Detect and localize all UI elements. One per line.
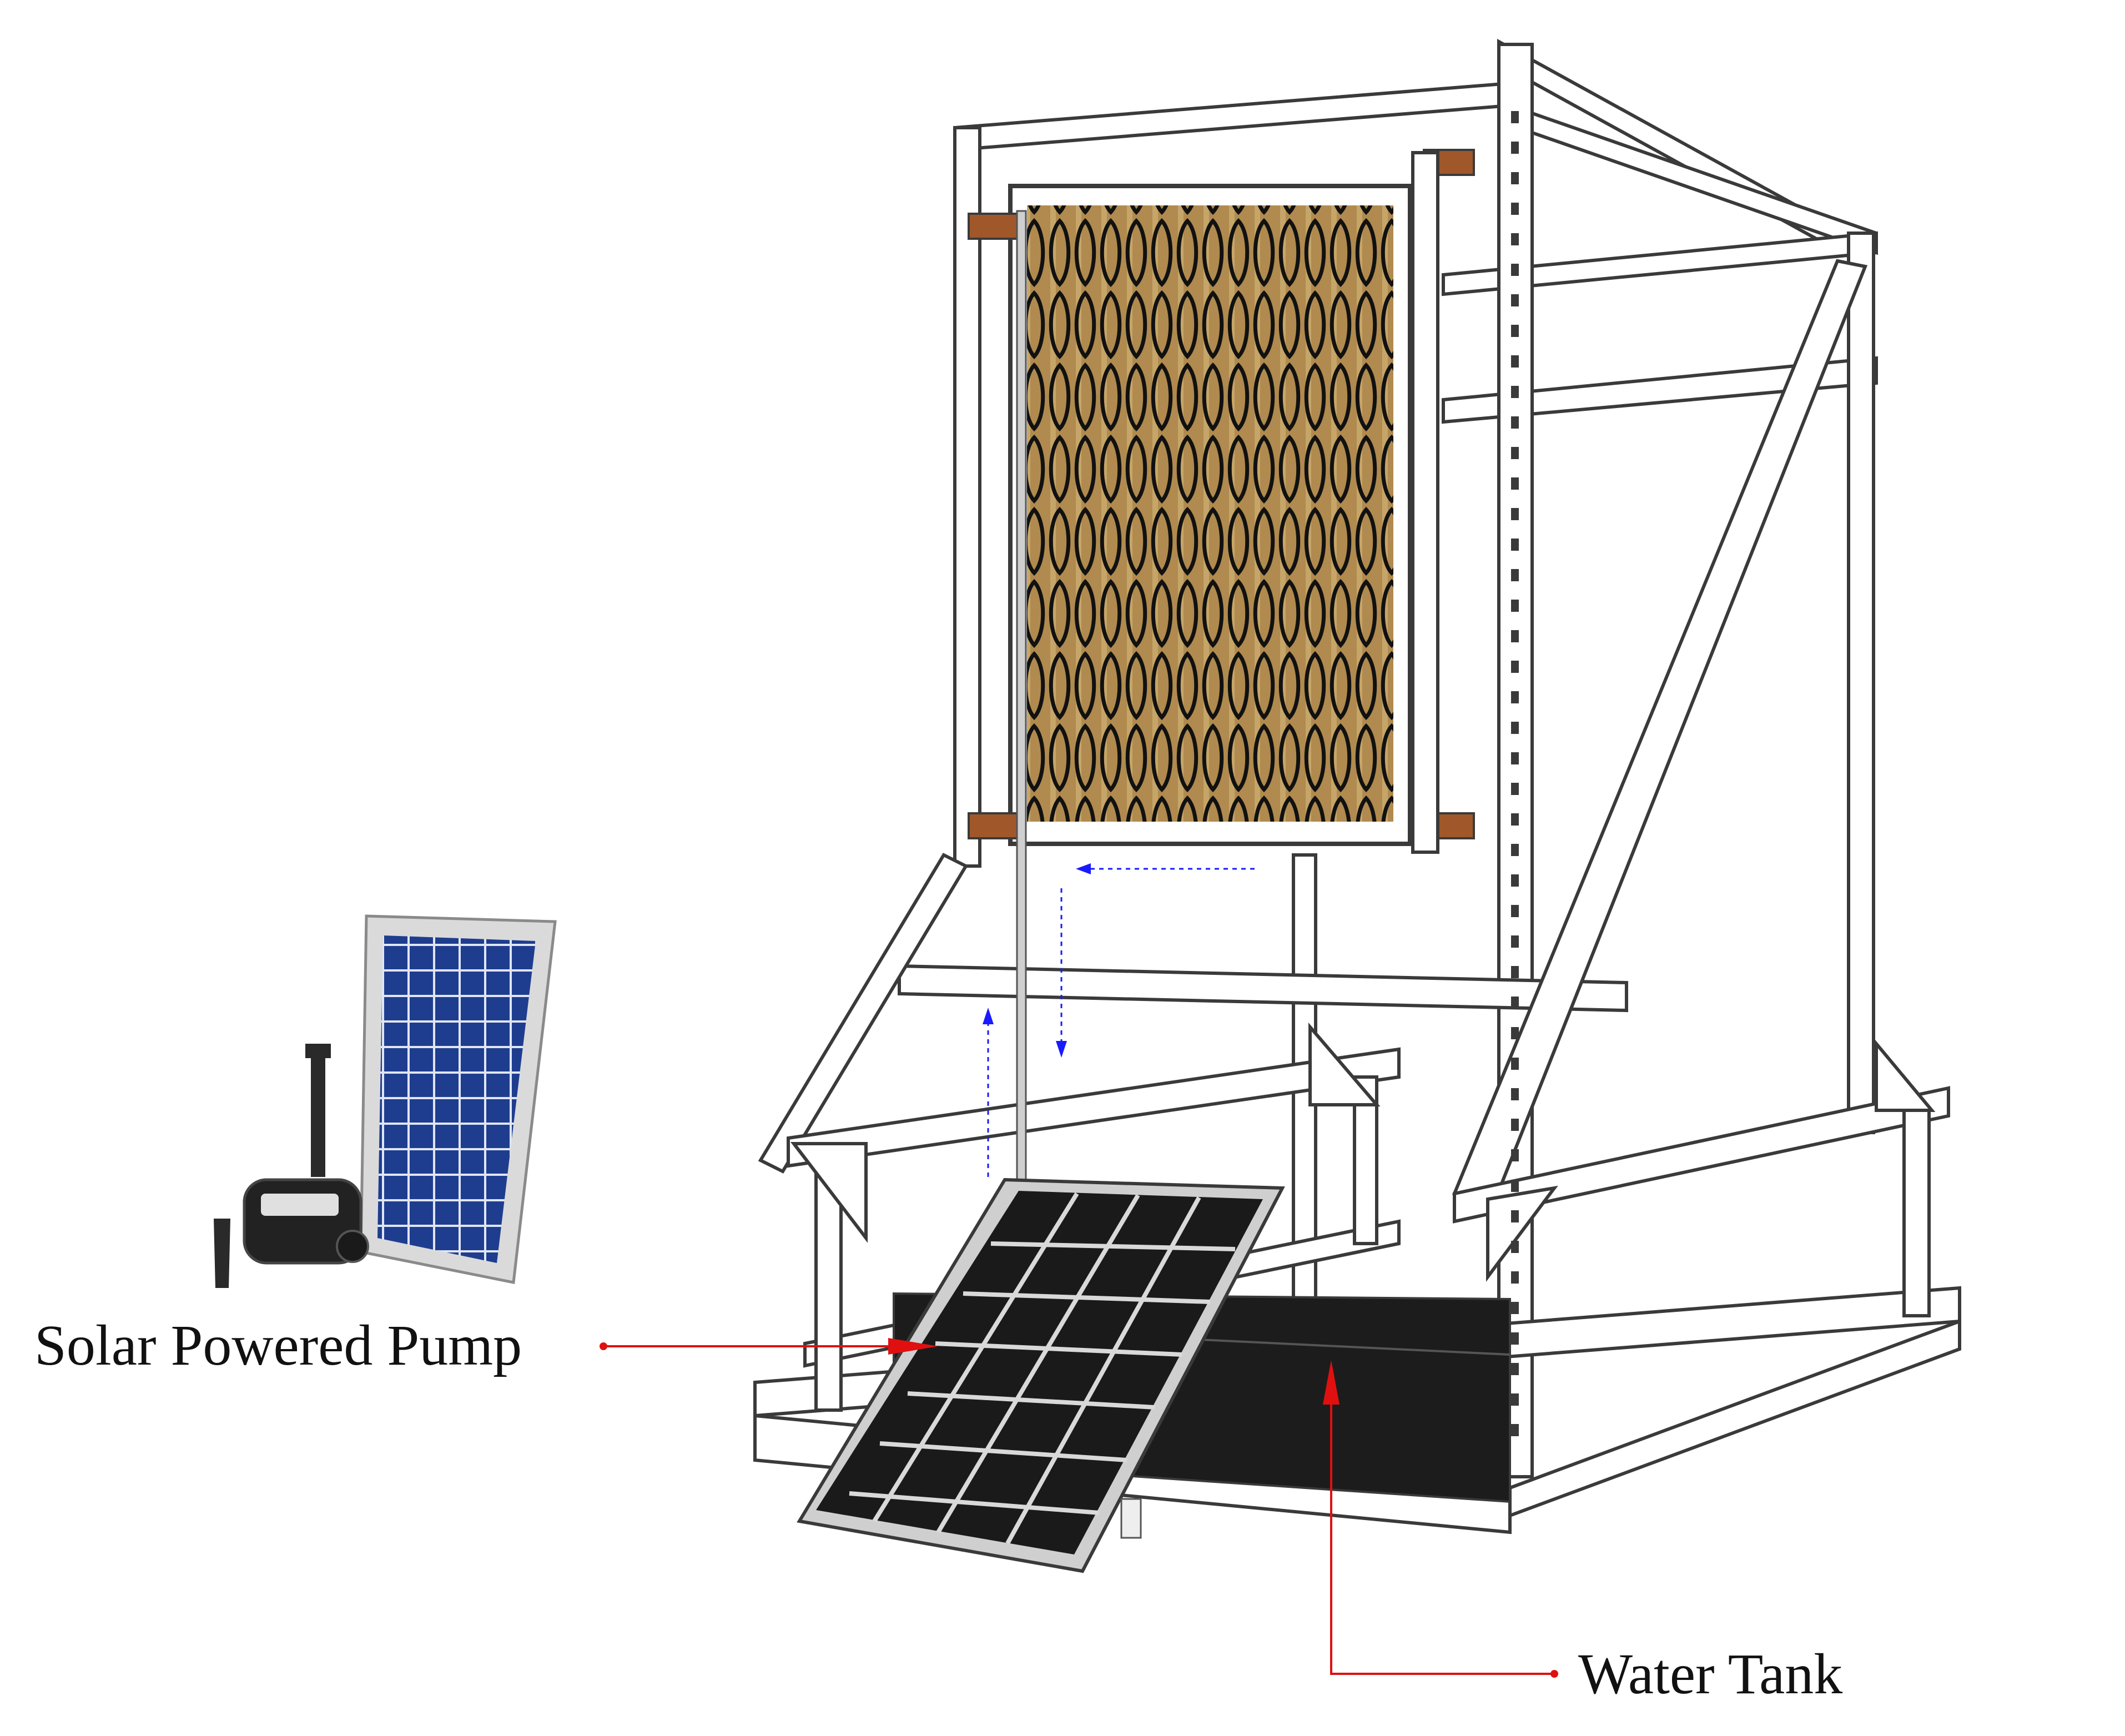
perforation-hole [1511,264,1519,276]
supply-pipe [1016,210,1027,1189]
perforation-hole [1511,1149,1519,1161]
perforation-hole [1511,1332,1519,1345]
pump-callout-arrowhead [888,1338,938,1355]
perforation-hole [1511,783,1519,795]
perforation-hole [1511,661,1519,673]
perforation-hole [1511,111,1519,123]
perforation-hole [1511,477,1519,490]
perforation-hole [1511,813,1519,826]
perforation-hole [1511,1180,1519,1192]
perforation-hole [1511,935,1519,948]
tank-callout-line [1330,1399,1554,1675]
cellulose-pad-icon [968,149,1475,854]
perforation-hole [1511,1027,1519,1039]
solar-pump-kit-icon [214,914,557,1288]
callout-tank: Water Tank [1323,1360,1842,1706]
perforation-hole [1511,203,1519,215]
perforation-hole [1511,142,1519,154]
perforation-hole [1511,997,1519,1009]
perforation-hole [1511,1241,1519,1253]
perforation-hole [1511,416,1519,429]
perforation-hole [1511,355,1519,368]
perforation-hole [1511,1302,1519,1314]
perforation-hole [1511,752,1519,764]
perforation-hole [1511,1058,1519,1070]
perforation-hole [1511,1424,1519,1436]
pump-label: Solar Powered Pump [34,1314,522,1377]
perforation-hole [1511,1393,1519,1406]
perforation-hole [1511,1119,1519,1131]
perforation-hole [1511,905,1519,917]
perforation-hole [1511,844,1519,856]
perforation-hole [1511,600,1519,612]
perforation-hole [1511,1210,1519,1222]
perforation-hole [1511,294,1519,306]
perforation-hole [1511,630,1519,642]
perforation-hole [1511,233,1519,245]
tank-label: Water Tank [1578,1642,1842,1706]
solar-panel-icon [797,1178,1285,1573]
perforation-hole [1511,722,1519,734]
callout-pump: Solar Powered Pump [34,1314,938,1377]
perforation-hole [1511,1271,1519,1284]
perforation-hole [1511,874,1519,887]
perforation-hole [1511,1088,1519,1100]
perforation-hole [1511,447,1519,459]
post-perforations [1511,111,1519,1436]
perforation-hole [1511,569,1519,581]
perforation-hole [1511,691,1519,703]
perforation-hole [1511,539,1519,551]
perforation-hole [1511,508,1519,520]
perforation-hole [1511,966,1519,978]
water-flow-arrows [983,863,1255,1177]
perforation-hole [1511,325,1519,337]
tank-callout-arrowhead [1323,1360,1340,1405]
perforation-hole [1511,386,1519,398]
perforation-hole [1511,172,1519,184]
perforation-hole [1511,1363,1519,1375]
